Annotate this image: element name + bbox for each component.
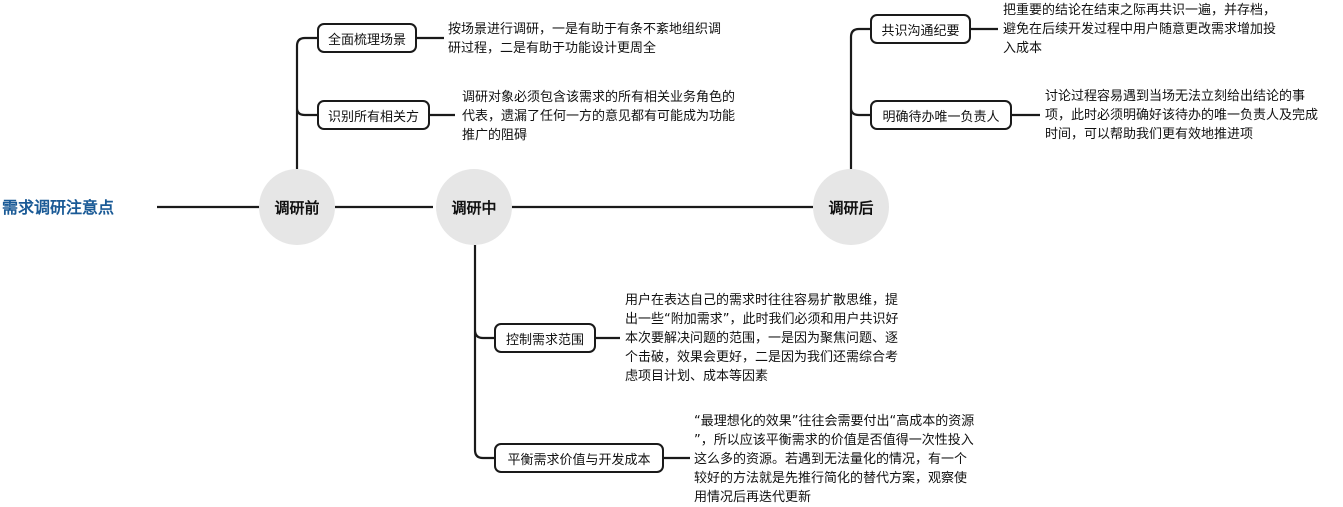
topic-node[interactable]: 明确待办唯一负责人 (870, 100, 1012, 130)
branch-line-phase-2 (473, 245, 496, 460)
topic-node[interactable]: 控制需求范围 (494, 323, 596, 353)
topic-note: 讨论过程容易遇到当场无法立刻给出结论的事 项，此时必须明确好该待办的唯一负责人及… (1045, 89, 1319, 142)
branch-line-phase-1 (295, 36, 318, 170)
root-topic[interactable]: 需求调研注意点 (2, 198, 115, 217)
topic-node[interactable]: 共识沟通纪要 (870, 14, 971, 44)
topic-note: 调研对象必须包含该需求的所有相关业务角色的 代表，遗漏了任何一方的意见都有可能成… (462, 90, 736, 143)
topic-note: 按场景进行调研，一是有助于有条不紊地组织调 研过程，二是有助于功能设计更周全 (448, 22, 722, 56)
phase-node-before[interactable]: 调研前 (259, 169, 335, 245)
phase-node-after[interactable]: 调研后 (813, 169, 889, 245)
topic-note: 把重要的结论在结束之际再共识一遍，并存档， 避免在后续开发过程中用户随意更改需求… (1003, 3, 1277, 56)
phase-node-during[interactable]: 调研中 (436, 169, 512, 245)
branch-line-phase-3 (849, 27, 871, 170)
topic-note: 用户在表达自己的需求时往往容易扩散思维，提 出一些“附加需求”，此时我们必须和用… (625, 293, 899, 384)
topic-node[interactable]: 识别所有相关方 (317, 100, 430, 130)
topic-note: “最理想化的效果”往往会需要付出“高成本的资源 ”，所以应该平衡需求的价值是否值… (694, 414, 975, 505)
topic-node[interactable]: 全面梳理场景 (317, 23, 417, 53)
topic-node[interactable]: 平衡需求价值与开发成本 (494, 443, 664, 473)
